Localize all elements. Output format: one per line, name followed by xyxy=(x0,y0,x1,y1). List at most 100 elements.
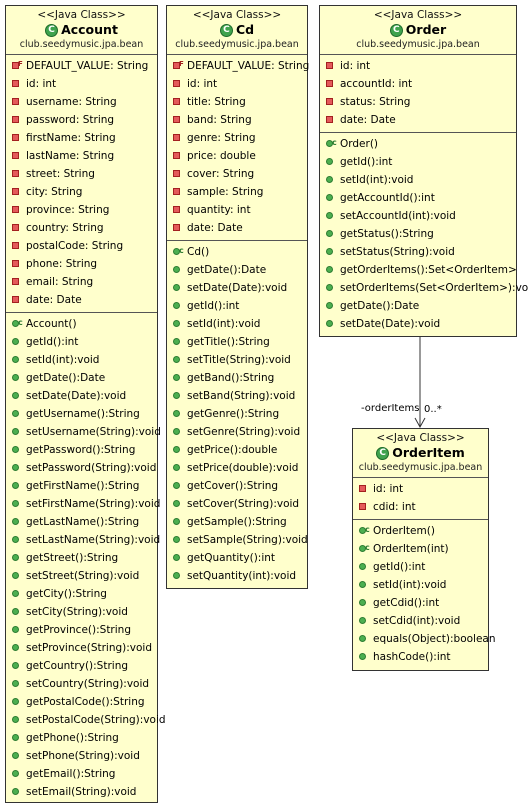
field-row: quantity: int xyxy=(167,201,307,219)
field-text: band: String xyxy=(187,114,252,126)
public-method-icon xyxy=(12,482,19,489)
method-text: setCity(String):void xyxy=(26,606,128,618)
method-row: Cd() xyxy=(167,242,307,261)
field-row: password: String xyxy=(6,111,157,129)
stereotype-label: <<Java Class>> xyxy=(376,432,465,444)
method-text: getPrice():double xyxy=(187,444,278,456)
method-text: getProvince():String xyxy=(26,624,131,636)
field-text: id: int xyxy=(340,60,371,72)
class-name: Account xyxy=(61,22,118,37)
public-method-icon xyxy=(173,464,180,471)
method-row: setOrderItems(Set<OrderItem>):void xyxy=(320,279,528,297)
method-row: getProvince():String xyxy=(6,621,157,639)
method-row: getTitle():String xyxy=(167,333,307,351)
public-method-icon xyxy=(12,734,19,741)
method-row: getBand():String xyxy=(167,369,307,387)
public-method-icon xyxy=(359,617,366,624)
method-text: setId(int):void xyxy=(340,174,414,186)
method-text: setPassword(String):void xyxy=(26,462,157,474)
field-text: email: String xyxy=(26,276,94,288)
method-text: setDate(Date):void xyxy=(26,390,127,402)
public-method-icon xyxy=(12,500,19,507)
method-text: getCity():String xyxy=(26,588,107,600)
method-row: setPostalCode(String):void xyxy=(6,711,166,729)
method-text: setBand(String):void xyxy=(187,390,296,402)
package-label: club.seedymusic.jpa.bean xyxy=(356,39,480,50)
public-method-icon xyxy=(173,302,180,309)
method-text: setId(int):void xyxy=(373,579,447,591)
method-text: getCover():String xyxy=(187,480,279,492)
private-field-icon xyxy=(12,188,19,195)
constructor-icon xyxy=(173,242,184,260)
field-row: DEFAULT_VALUE: String xyxy=(6,55,157,75)
public-method-icon xyxy=(12,716,19,723)
public-method-icon xyxy=(12,608,19,615)
method-text: setTitle(String):void xyxy=(187,354,291,366)
public-method-icon xyxy=(173,446,180,453)
method-text: Account() xyxy=(26,318,77,330)
method-row: setAccountId(int):void xyxy=(320,207,516,225)
method-text: getSample():String xyxy=(187,516,287,528)
private-field-icon xyxy=(326,80,333,87)
java-class-icon: C xyxy=(45,23,59,37)
method-text: getDate():Date xyxy=(340,300,420,312)
method-row: getQuantity():int xyxy=(167,549,307,567)
method-text: setDate(Date):void xyxy=(187,282,288,294)
private-field-icon xyxy=(173,170,180,177)
public-method-icon xyxy=(359,581,366,588)
java-class-icon: C xyxy=(376,446,390,460)
private-field-icon xyxy=(12,134,19,141)
public-method-icon xyxy=(326,248,333,255)
method-row: setId(int):void xyxy=(167,315,307,333)
method-text: equals(Object):boolean xyxy=(373,633,496,645)
field-text: price: double xyxy=(187,150,256,162)
public-method-icon xyxy=(12,374,19,381)
field-row: firstName: String xyxy=(6,129,157,147)
method-row: getDate():Date xyxy=(320,297,516,315)
public-method-icon xyxy=(12,752,19,759)
method-row: getPhone():String xyxy=(6,729,157,747)
field-row: id: int xyxy=(6,75,157,93)
package-label: club.seedymusic.jpa.bean xyxy=(19,39,144,50)
method-row: getOrderItems():Set<OrderItem> xyxy=(320,261,517,279)
field-row: price: double xyxy=(167,147,307,165)
method-row: setQuantity(int):void xyxy=(167,567,307,585)
method-row: getDate():Date xyxy=(6,369,157,387)
method-row: setFirstName(String):void xyxy=(6,495,160,513)
public-method-icon xyxy=(173,482,180,489)
methods-section: OrderItem()OrderItem(int)getId():intsetI… xyxy=(353,519,496,669)
public-method-icon xyxy=(326,158,333,165)
method-text: setQuantity(int):void xyxy=(187,570,297,582)
method-text: Cd() xyxy=(187,246,210,258)
method-text: getDate():Date xyxy=(26,372,106,384)
method-text: setCountry(String):void xyxy=(26,678,150,690)
public-method-icon xyxy=(359,563,366,570)
method-text: Order() xyxy=(340,138,379,150)
private-field-icon xyxy=(12,278,19,285)
methods-section: Order()getId():intsetId(int):voidgetAcco… xyxy=(320,132,528,336)
field-text: postalCode: String xyxy=(26,240,124,252)
field-row: cover: String xyxy=(167,165,307,183)
method-text: setEmail(String):void xyxy=(26,786,137,798)
stereotype-label: <<Java Class>> xyxy=(373,9,463,21)
public-method-icon xyxy=(12,464,19,471)
public-method-icon xyxy=(326,212,333,219)
field-text: street: String xyxy=(26,168,95,180)
private-field-icon xyxy=(359,503,366,510)
field-row: phone: String xyxy=(6,255,157,273)
method-row: getAccountId():int xyxy=(320,189,516,207)
class-name: OrderItem xyxy=(392,445,465,460)
java-class-icon: C xyxy=(389,23,403,37)
field-row: band: String xyxy=(167,111,307,129)
method-row: getUsername():String xyxy=(6,405,157,423)
method-row: getId():int xyxy=(353,558,488,576)
method-row: setCover(String):void xyxy=(167,495,307,513)
method-row: Order() xyxy=(320,134,516,153)
public-method-icon xyxy=(173,320,180,327)
